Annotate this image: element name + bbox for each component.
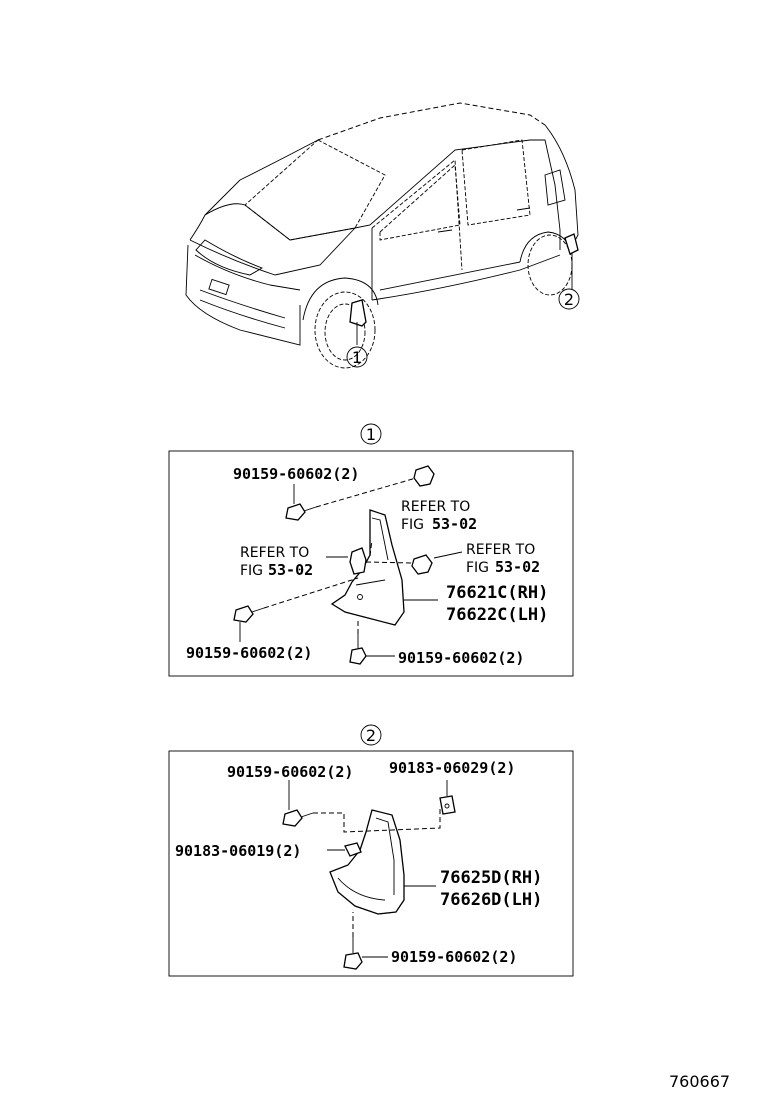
reference-note-right: REFER TO FIG 53-02 <box>466 542 540 576</box>
panel-1-callout: 1 <box>360 423 382 445</box>
label-nut-left: 90183-06019(2) <box>175 842 301 860</box>
svg-text:1: 1 <box>352 348 362 367</box>
figure-id: 760667 <box>669 1072 730 1091</box>
bolt-top-left-icon <box>285 503 317 521</box>
label-bolt-top: 90159-60602(2) <box>233 465 359 483</box>
reference-note-top: REFER TO FIG 53-02 <box>401 499 477 533</box>
label-bolt-bottom: 90159-60602(2) <box>391 948 517 966</box>
rear-mudguard-part <box>329 809 405 915</box>
svg-text:53-02: 53-02 <box>432 515 477 533</box>
clip-right-icon <box>411 554 433 575</box>
callout-front-mudguard: 1 <box>346 346 368 368</box>
panel-2-frame <box>168 750 574 977</box>
label-nut-top: 90183-06029(2) <box>389 759 515 777</box>
callout-rear-mudguard: 2 <box>558 288 580 310</box>
svg-text:REFER TO: REFER TO <box>240 545 309 561</box>
svg-text:53-02: 53-02 <box>495 558 540 576</box>
bolt-top-icon <box>282 809 314 827</box>
clip-top-icon <box>413 465 435 487</box>
bolt-bottom-icon <box>349 634 367 665</box>
svg-text:REFER TO: REFER TO <box>401 499 470 515</box>
svg-text:2: 2 <box>564 290 574 309</box>
front-mudguard-part <box>330 509 405 626</box>
svg-text:FIG: FIG <box>401 517 424 533</box>
label-bolt-bottom: 90159-60602(2) <box>398 649 524 667</box>
svg-text:53-02: 53-02 <box>268 561 313 579</box>
label-part-lh: 76626D(LH) <box>440 890 542 910</box>
label-part-rh: 76621C(RH) <box>446 583 548 603</box>
nut-top-right-icon <box>439 795 456 815</box>
panel-1-frame <box>168 450 574 677</box>
clip-middle-left-icon <box>349 547 367 575</box>
label-part-lh: 76622C(LH) <box>446 605 548 625</box>
nut-left-icon <box>344 842 362 857</box>
bolt-left-icon <box>233 605 265 623</box>
bolt-bottom-icon <box>343 937 363 970</box>
label-bolt-left: 90159-60602(2) <box>186 644 312 662</box>
panel-2-callout: 2 <box>360 724 382 746</box>
svg-text:1: 1 <box>366 425 376 444</box>
svg-text:FIG: FIG <box>466 560 489 576</box>
svg-text:2: 2 <box>366 726 376 745</box>
reference-note-left: REFER TO FIG 53-02 <box>240 545 313 579</box>
label-bolt-top: 90159-60602(2) <box>227 763 353 781</box>
svg-text:REFER TO: REFER TO <box>466 542 535 558</box>
svg-text:FIG: FIG <box>240 563 263 579</box>
label-part-rh: 76625D(RH) <box>440 868 542 888</box>
car-overview-illustration <box>185 102 579 369</box>
